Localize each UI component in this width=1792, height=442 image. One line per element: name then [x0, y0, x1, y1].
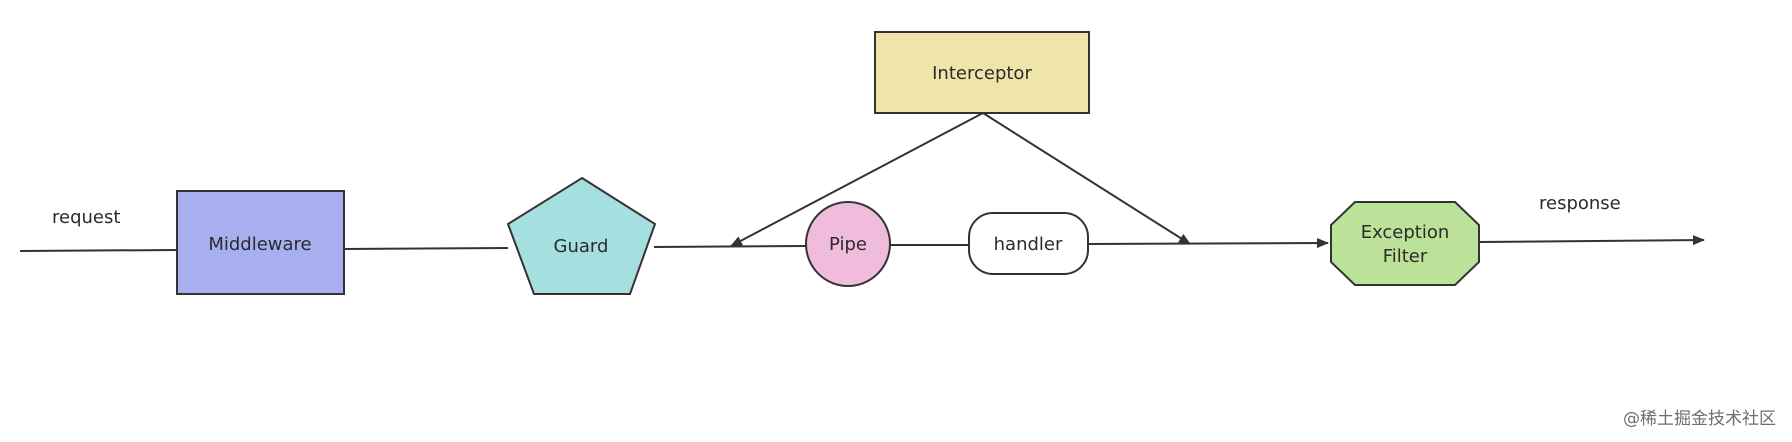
request-label: request	[52, 207, 120, 228]
exception-filter-node: Exception Filter	[1330, 201, 1480, 286]
handler-box	[968, 212, 1089, 275]
exception-filter-octagon	[1330, 201, 1480, 286]
exception-filter-label-line2: Filter	[1383, 246, 1428, 267]
handler-label: handler	[994, 234, 1063, 255]
middleware-node: Middleware	[176, 190, 345, 295]
guard-node: Guard	[506, 176, 657, 295]
edge-guard-to-pipe	[653, 245, 807, 248]
interceptor-label: Interceptor	[932, 63, 1032, 84]
pipe-node: Pipe	[805, 201, 891, 287]
guard-pentagon	[506, 176, 657, 295]
interceptor-box	[874, 31, 1090, 114]
edge-interceptor-to-after-handler	[982, 112, 1191, 245]
edge-request-to-middleware	[19, 249, 178, 252]
pipe-label: Pipe	[829, 234, 867, 255]
edge-handler-to-exception-filter	[1087, 238, 1329, 249]
edge-interceptor-to-before-pipe	[730, 112, 984, 247]
middleware-box	[176, 190, 345, 295]
watermark-text: @稀土掘金技术社区	[1623, 409, 1776, 429]
response-label: response	[1539, 193, 1621, 214]
exception-filter-label-line1: Exception	[1361, 222, 1450, 243]
interceptor-node: Interceptor	[874, 31, 1090, 114]
guard-label: Guard	[554, 236, 609, 257]
edge-exception-filter-to-response	[1478, 235, 1705, 246]
handler-node: handler	[968, 212, 1089, 275]
middleware-label: Middleware	[208, 234, 311, 255]
pipe-circle	[805, 201, 891, 287]
edge-middleware-to-guard	[343, 247, 509, 250]
